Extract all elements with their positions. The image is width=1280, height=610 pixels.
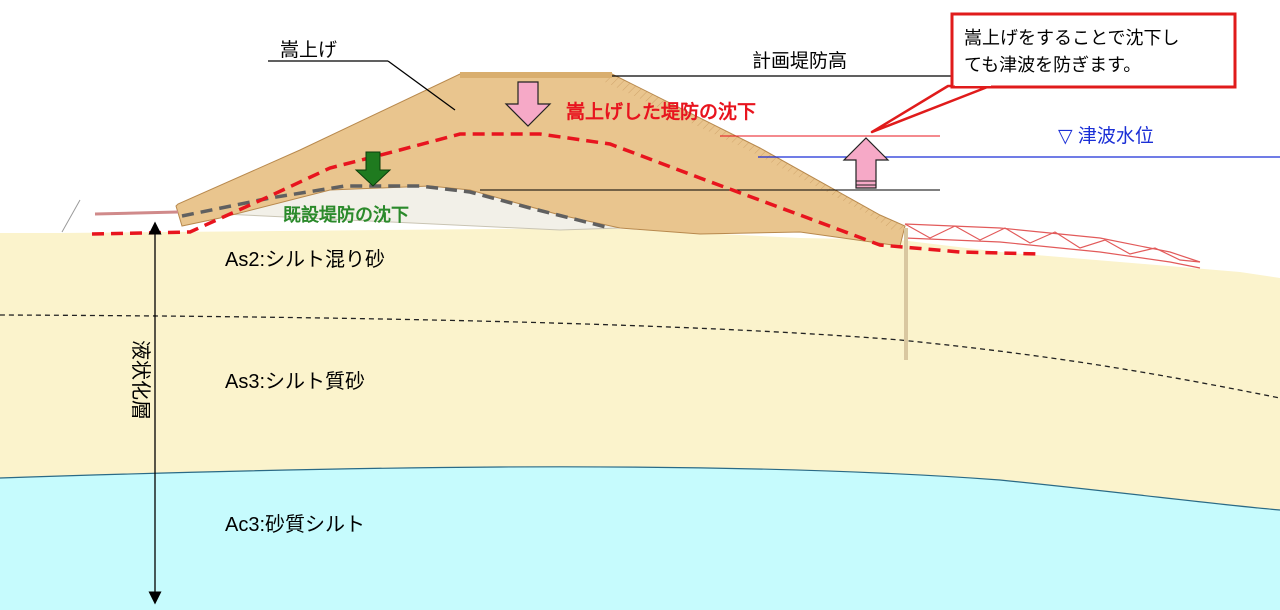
callout-text-line1: 嵩上げをすることで沈下し	[964, 28, 1179, 48]
layer-ac3-boundary	[0, 466, 1280, 511]
mound-label: 嵩上げ	[280, 39, 337, 61]
crest-settlement-arrow	[504, 81, 552, 127]
left-edge-line	[61, 199, 81, 233]
embankment-crest	[460, 72, 612, 78]
layer-as3-label: As3:シルト質砂	[225, 370, 365, 393]
embankment-slope-hatch	[605, 74, 905, 232]
raised-settlement-label: 嵩上げした堤防の沈下	[566, 100, 756, 123]
liquefaction-layer-label: 液状化層	[129, 340, 152, 420]
callout-box	[950, 12, 1237, 89]
existing-settlement-label: 既設堤防の沈下	[283, 204, 409, 225]
planned-height-label: 計画堤防高	[752, 50, 847, 72]
raised-settlement-line	[91, 132, 1041, 256]
callout-pointer	[870, 84, 992, 134]
tsunami-level-label: ▽ 津波水位	[1058, 125, 1154, 147]
layer-ac3-area	[0, 466, 1280, 610]
layer-ac3-label: Ac3:砂質シルト	[225, 513, 365, 536]
callout-text-line2: ても津波を防ぎます。	[964, 55, 1141, 75]
callout-pointer-mask	[955, 80, 991, 86]
right-truss-structure	[904, 223, 1201, 269]
existing-settlement-arrow	[354, 151, 392, 187]
left-toe-structure	[94, 210, 179, 216]
mound-label-pointer	[387, 60, 456, 111]
tsunami-defence-arrow	[842, 137, 890, 189]
layer-as2-label: As2:シルト混り砂	[225, 248, 385, 271]
existing-settlement-line	[181, 184, 611, 230]
